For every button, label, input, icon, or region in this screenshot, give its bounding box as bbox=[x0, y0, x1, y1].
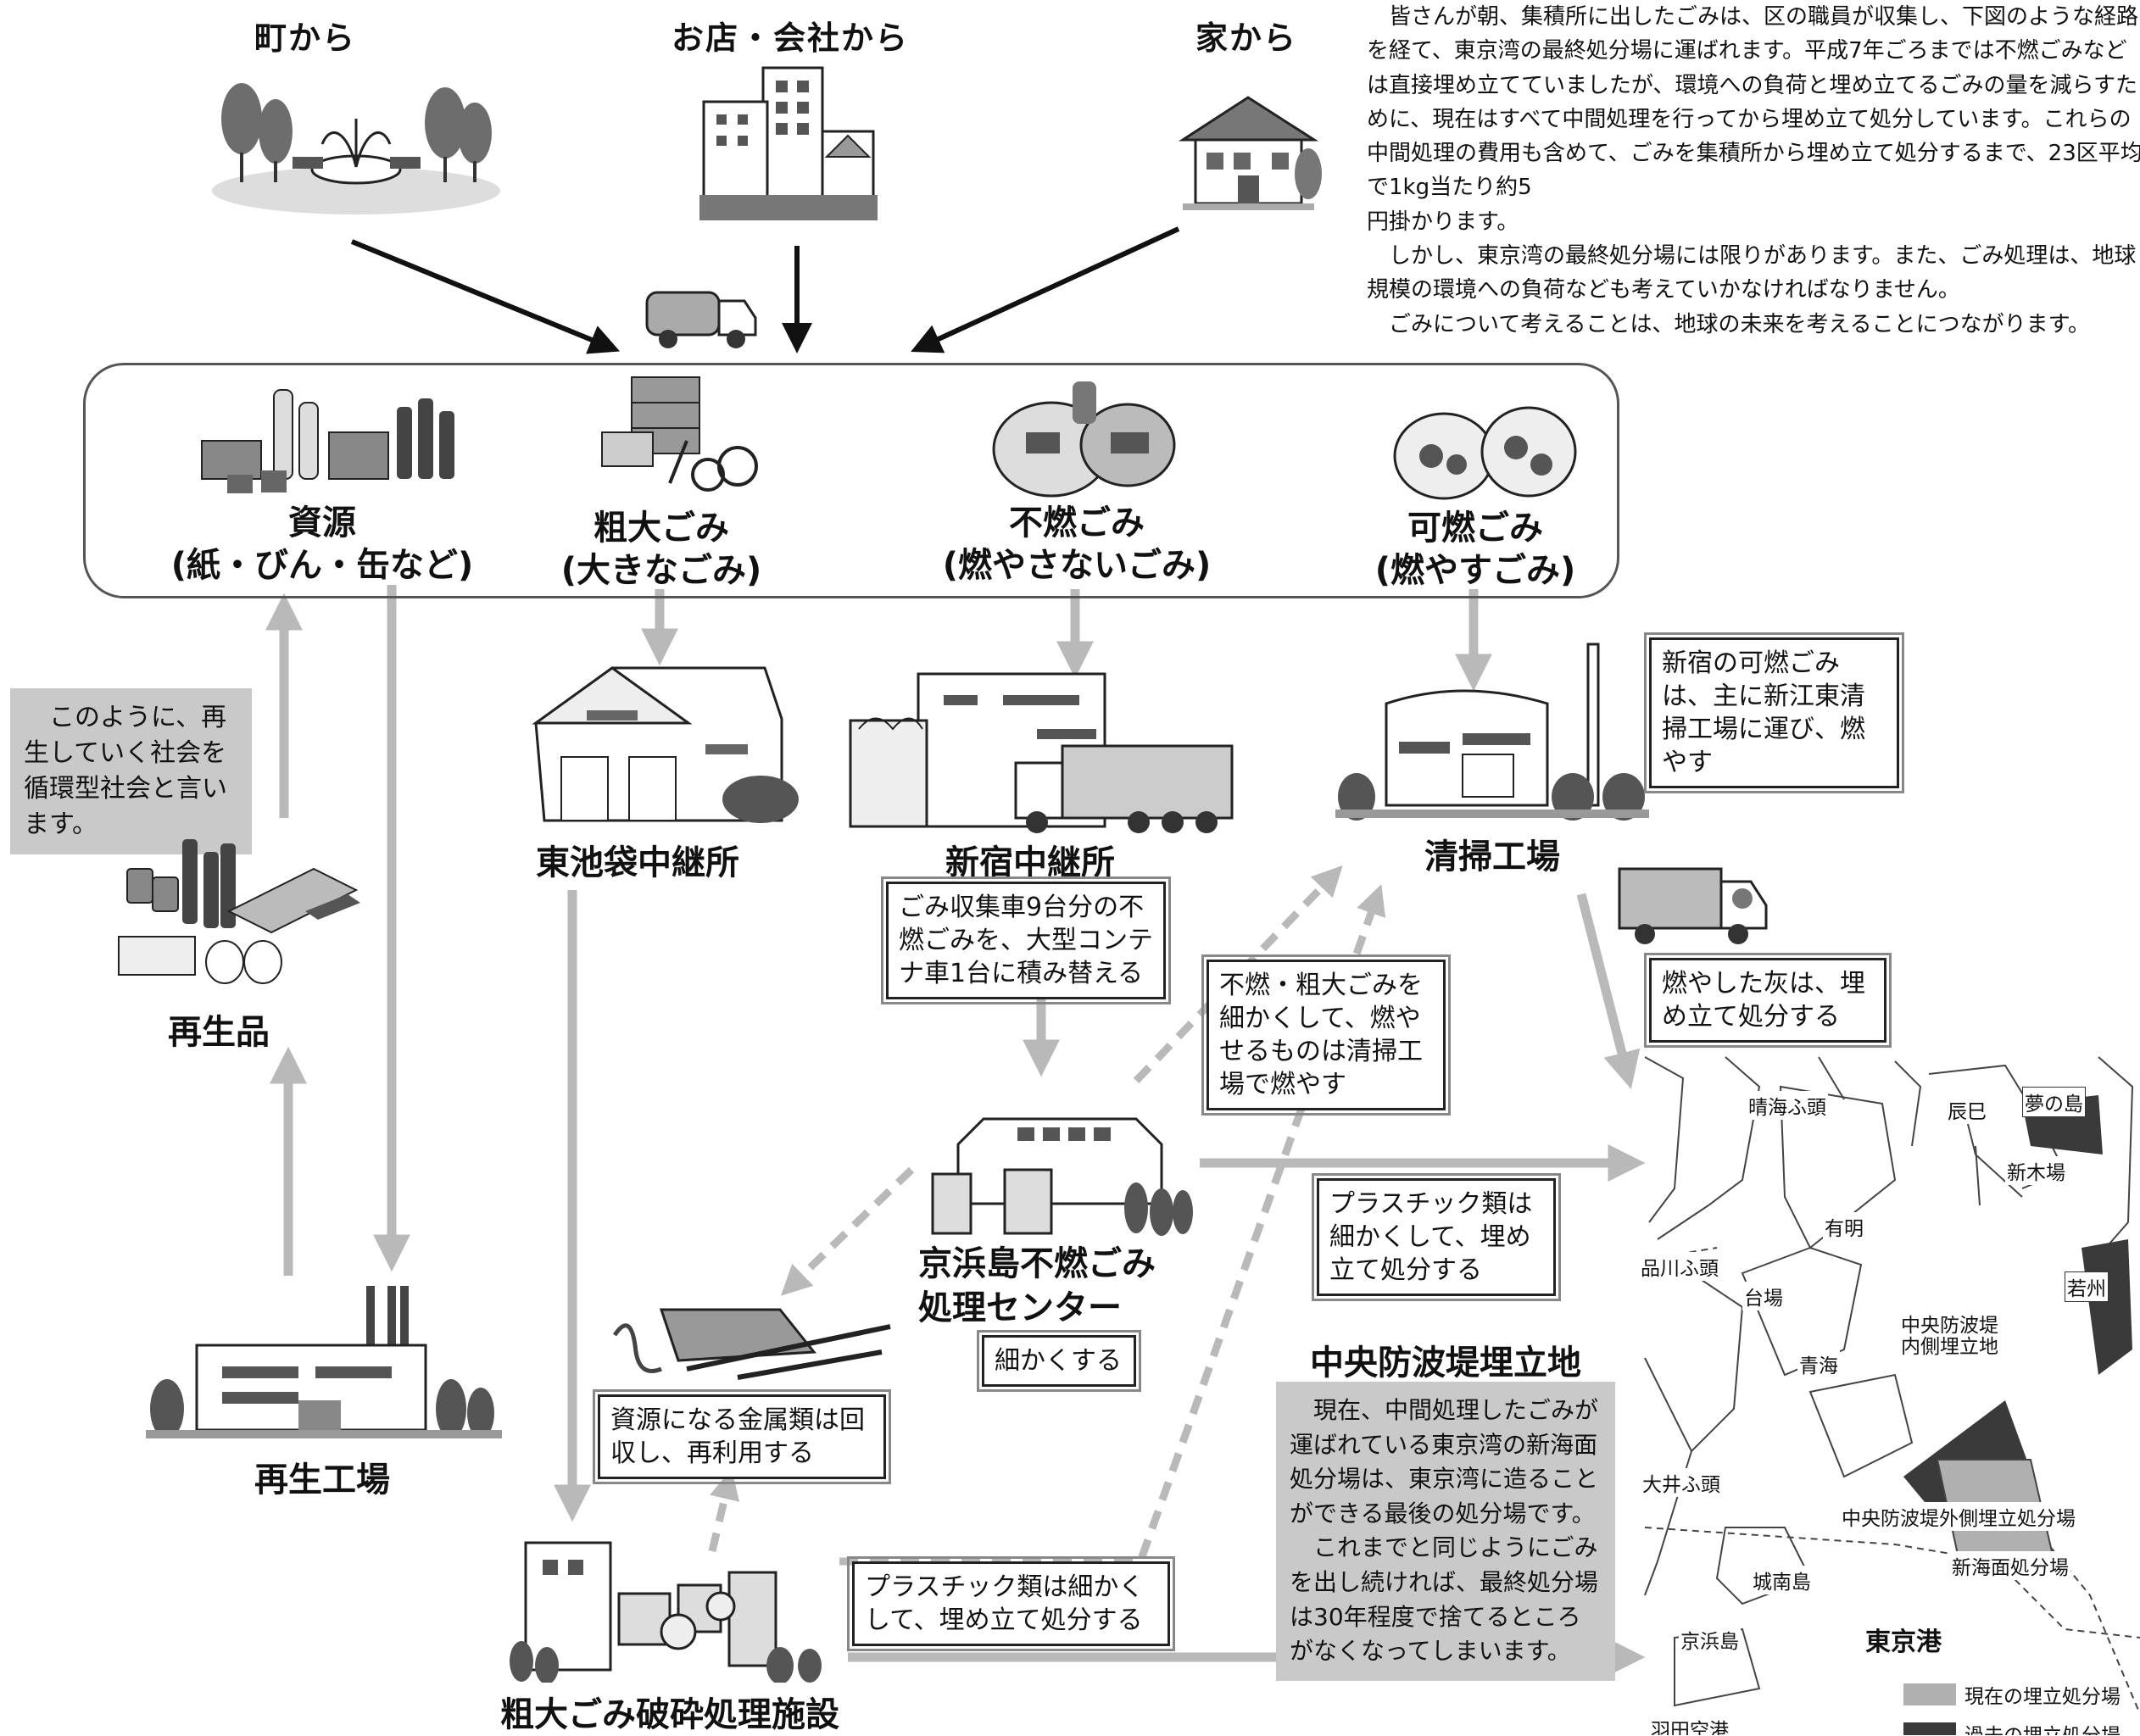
arrow-home bbox=[911, 226, 1180, 353]
map-label-keihinjima: 京浜島 bbox=[1679, 1625, 1741, 1654]
map-label-harumi: 晴海ふ頭 bbox=[1747, 1091, 1828, 1120]
container-note: ごみ収集車9台分の不燃ごみを、大型コンテナ車1台に積み替える bbox=[881, 876, 1171, 1004]
keihinjima-label: 京浜島不燃ごみ 処理センター bbox=[918, 1242, 1156, 1330]
intro-paragraph: 円掛かります。 bbox=[1367, 209, 1519, 235]
category-resources: 資源 (紙・びん・缶など) bbox=[153, 502, 492, 587]
burnable-illustration bbox=[1393, 406, 1577, 500]
map-label-haneda: 羽田空港 bbox=[1649, 1714, 1730, 1735]
map-label-tatsumi: 辰巳 bbox=[1946, 1095, 1988, 1124]
keihinjima-label-line2: 処理センター bbox=[918, 1288, 1122, 1327]
oversized-illustration bbox=[601, 376, 758, 492]
keihinjima-illustration bbox=[931, 1117, 1193, 1236]
arrow-town bbox=[350, 239, 621, 354]
map-label-tokyo-port: 東京港 bbox=[1865, 1628, 1942, 1657]
recycled-goods-illustration bbox=[118, 839, 360, 984]
category-oversized-title: 粗大ごみ bbox=[594, 509, 729, 548]
map-label-johnan: 城南島 bbox=[1751, 1566, 1813, 1594]
category-burnable-sub: (燃やすごみ) bbox=[1374, 551, 1576, 590]
park-illustration bbox=[212, 83, 500, 214]
landfill-paragraph: これまでと同じようにごみを出し続ければ、最終処分場は30年程度で捨てるところがな… bbox=[1290, 1533, 1599, 1666]
category-panel bbox=[83, 363, 1619, 598]
metal-note: 資源になる金属類は回収し、再利用する bbox=[593, 1389, 891, 1484]
map-label-ariake: 有明 bbox=[1823, 1212, 1865, 1241]
plastic-keihin-note: プラスチック類は細かくして、埋め立て処分する bbox=[1312, 1173, 1561, 1301]
crushing-facility-illustration bbox=[510, 1541, 822, 1683]
landfill-description: 現在、中間処理したごみが運ばれている東京湾の新海面処分場は、東京湾に造ることがで… bbox=[1276, 1382, 1615, 1681]
shinjuku-relay-illustration bbox=[849, 672, 1234, 833]
circular-society-note: このように、再生していく社会を循環型社会と言います。 bbox=[10, 688, 252, 854]
recycling-plant-illustration bbox=[146, 1286, 502, 1438]
category-resources-sub: (紙・びん・缶など) bbox=[170, 546, 474, 585]
garbage-truck-icon bbox=[645, 291, 757, 348]
house-illustration bbox=[1178, 96, 1322, 210]
ash-truck-icon bbox=[1618, 867, 1768, 944]
legend-current-swatch bbox=[1903, 1683, 1956, 1705]
category-resources-title: 資源 bbox=[288, 504, 356, 542]
nonburnable-illustration bbox=[992, 381, 1176, 498]
map-label-shinkiba: 新木場 bbox=[2005, 1156, 2067, 1185]
tokyo-bay-map: 晴海ふ頭 辰巳 夢の島 新木場 有明 品川ふ頭 台場 若州 中央防波堤 内側埋立… bbox=[1641, 1053, 2140, 1735]
shinjuku-burnable-note: 新宿の可燃ごみは、主に新江東清掃工場に運び、燃やす bbox=[1644, 632, 1904, 793]
map-label-wakasu: 若州 bbox=[2065, 1271, 2109, 1302]
source-town-label: 町から bbox=[254, 19, 357, 57]
landfill-paragraph: 現在、中間処理したごみが運ばれている東京湾の新海面処分場は、東京湾に造ることがで… bbox=[1290, 1396, 1599, 1527]
map-legend: 現在の埋立処分場 過去の埋立処分場 bbox=[1903, 1680, 2120, 1735]
landfill-title: 中央防波堤埋立地 bbox=[1310, 1344, 1581, 1383]
dash-crush-to-metal bbox=[708, 1468, 740, 1553]
source-home-label: 家から bbox=[1195, 19, 1298, 57]
map-label-yumenoshima: 夢の島 bbox=[2022, 1087, 2086, 1117]
higashi-ikebukuro-illustration bbox=[532, 666, 799, 823]
legend-current: 現在の埋立処分場 bbox=[1903, 1680, 2120, 1709]
source-shops-label: お店・会社から bbox=[672, 19, 910, 57]
shinjuku-relay-label: 新宿中継所 bbox=[945, 843, 1115, 882]
resources-illustration bbox=[201, 389, 454, 493]
building-illustration bbox=[699, 66, 878, 220]
map-label-shinkaimen: 新海面処分場 bbox=[1950, 1551, 2070, 1580]
past-landfill-wakasu bbox=[2081, 1239, 2132, 1375]
category-burnable: 可燃ごみ (燃やすごみ) bbox=[1340, 507, 1611, 592]
crushing-facility-label: 粗大ごみ破砕処理施設 bbox=[500, 1695, 839, 1734]
legend-past-label: 過去の埋立処分場 bbox=[1964, 1719, 2120, 1735]
keihinjima-label-line1: 京浜島不燃ごみ bbox=[918, 1244, 1156, 1283]
legend-current-label: 現在の埋立処分場 bbox=[1964, 1686, 2120, 1708]
burn-residual-note: 不燃・粗大ごみを細かくして、燃やせるものは清掃工場で燃やす bbox=[1201, 954, 1451, 1116]
intro-text: 皆さんが朝、集積所に出したごみは、区の職員が収集し、下図のような経路を経て、東京… bbox=[1367, 0, 2140, 342]
map-label-aomi: 青海 bbox=[1797, 1349, 1840, 1378]
shred-note: 細かくする bbox=[977, 1330, 1141, 1392]
plastic-crush-note: プラスチック類は細かくして、埋め立て処分する bbox=[847, 1556, 1175, 1651]
dash-keihin-to-metal bbox=[780, 1166, 915, 1296]
cleaning-plant-illustration bbox=[1335, 643, 1649, 821]
metal-scrap-illustration bbox=[612, 1308, 891, 1380]
recycling-plant-label: 再生工場 bbox=[254, 1461, 390, 1500]
higashi-ikebukuro-label: 東池袋中継所 bbox=[536, 843, 739, 882]
recycled-goods-label: 再生品 bbox=[168, 1013, 270, 1052]
map-label-daiba: 台場 bbox=[1742, 1282, 1785, 1310]
map-label-outer: 中央防波堤外側埋立処分場 bbox=[1840, 1502, 2077, 1531]
category-nonburnable-title: 不燃ごみ bbox=[1009, 504, 1145, 542]
ash-note: 燃やした灰は、埋め立て処分する bbox=[1644, 953, 1892, 1048]
arrow-plant-to-map bbox=[1576, 893, 1641, 1089]
intro-paragraph: しかし、東京湾の最終処分場には限りがあります。また、ごみ処理は、地球規模の環境へ… bbox=[1367, 243, 2137, 303]
category-oversized: 粗大ごみ (大きなごみ) bbox=[534, 507, 789, 592]
legend-past-swatch bbox=[1903, 1722, 1956, 1735]
legend-past: 過去の埋立処分場 bbox=[1903, 1719, 2120, 1735]
category-nonburnable-sub: (燃やさないごみ) bbox=[942, 546, 1212, 585]
intro-paragraph: 皆さんが朝、集積所に出したごみは、区の職員が収集し、下図のような経路を経て、東京… bbox=[1367, 4, 2140, 201]
category-burnable-title: 可燃ごみ bbox=[1407, 509, 1543, 548]
map-label-oi: 大井ふ頭 bbox=[1641, 1468, 1722, 1497]
map-label-inner: 中央防波堤 内側埋立地 bbox=[1899, 1315, 2000, 1359]
map-label-shinagawa: 品川ふ頭 bbox=[1641, 1252, 1720, 1281]
dash-keihin-to-plant bbox=[1133, 865, 1343, 1084]
category-oversized-sub: (大きなごみ) bbox=[560, 551, 762, 590]
cleaning-plant-label: 清掃工場 bbox=[1424, 837, 1560, 876]
category-nonburnable: 不燃ごみ (燃やさないごみ) bbox=[916, 502, 1238, 587]
intro-paragraph: ごみについて考えることは、地球の未来を考えることにつながります。 bbox=[1389, 311, 2091, 337]
